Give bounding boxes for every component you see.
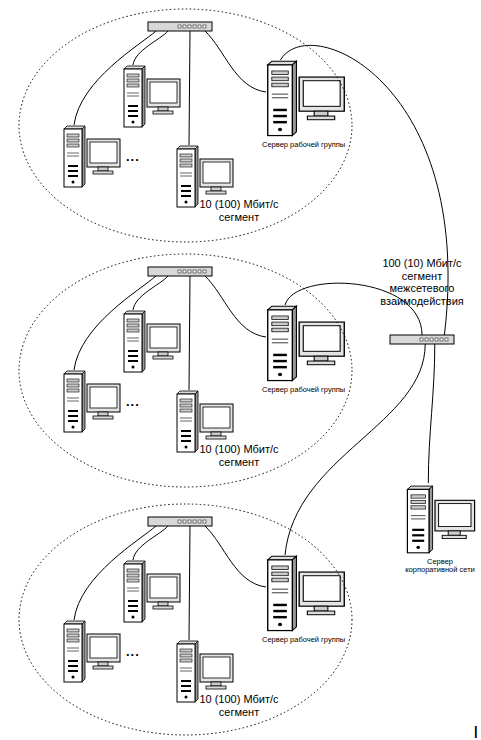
network-cable <box>280 45 448 335</box>
hub-label: 100 (10) Мбит/с сегмент межсетевого взаи… <box>372 257 472 308</box>
network-hub: 100 (10) Мбит/с сегмент межсетевого взаи… <box>390 335 454 344</box>
network-cable <box>285 283 422 335</box>
cursor-mark: | <box>474 724 479 739</box>
server-label: Сервер корпоративной сети <box>401 558 479 575</box>
segment-outline <box>18 253 353 488</box>
network-cable <box>428 344 435 483</box>
segment-label: 10 (100) Мбит/с сегмент <box>190 443 288 468</box>
ellipsis: ... <box>126 645 140 660</box>
workgroup-server: Сервер рабочей группы <box>262 60 354 150</box>
workgroup-server: Сервер рабочей группы <box>262 305 354 395</box>
ellipsis: ... <box>126 395 140 410</box>
segment-outline <box>18 503 353 736</box>
ellipsis: ... <box>126 150 140 165</box>
server-label: Сервер рабочей группы <box>262 386 354 395</box>
segment-outline <box>18 8 353 243</box>
segment-label: 10 (100) Мбит/с сегмент <box>190 198 288 223</box>
segment-label: 10 (100) Мбит/с сегмент <box>190 693 288 718</box>
network-cable <box>285 344 425 555</box>
server-label: Сервер рабочей группы <box>262 141 354 150</box>
corporate-server: Сервер корпоративной сети <box>401 483 479 575</box>
workgroup-server: Сервер рабочей группы <box>262 555 354 645</box>
network-segment: 10 (100) Мбит/с сегмент Сервер рабочей гр… <box>18 253 353 488</box>
network-segment: 10 (100) Мбит/с сегмент Сервер рабочей гр… <box>18 8 353 243</box>
server-label: Сервер рабочей группы <box>262 636 354 645</box>
network-segment: 10 (100) Мбит/с сегмент Сервер рабочей гр… <box>18 503 353 736</box>
